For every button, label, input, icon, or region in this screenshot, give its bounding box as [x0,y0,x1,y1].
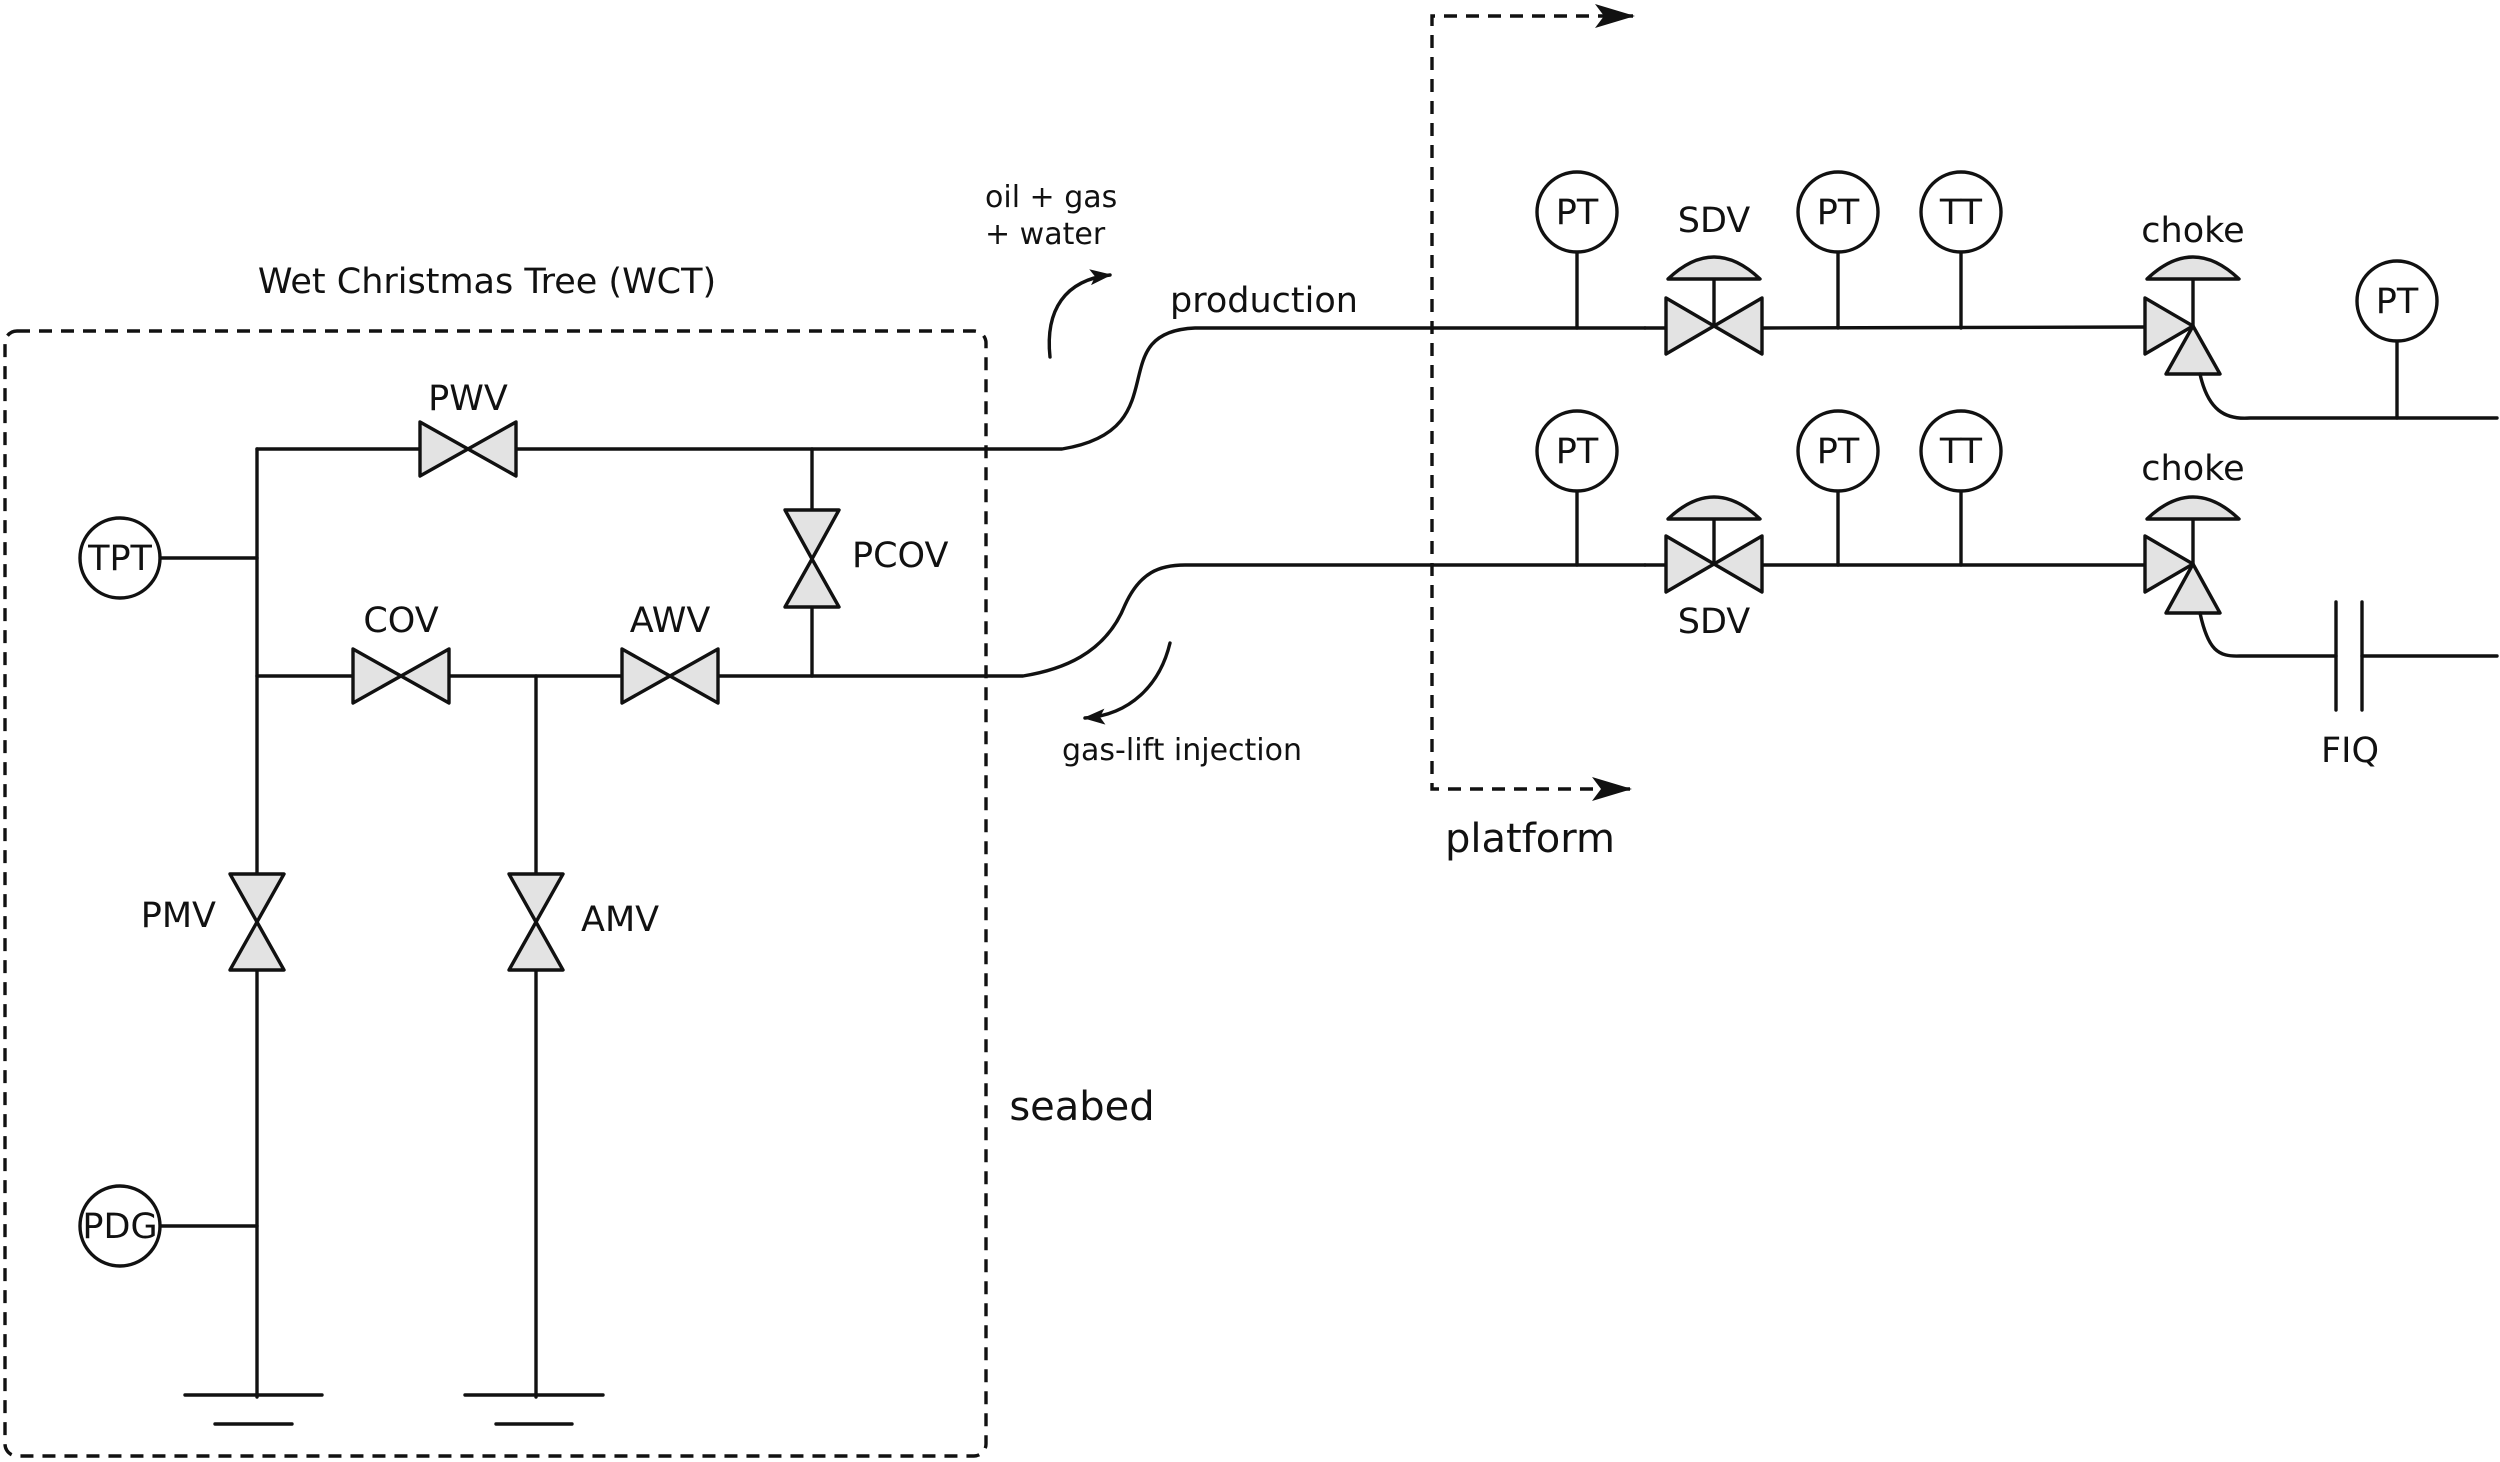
choke-top-valve[interactable] [2143,255,2241,376]
pdg-instrument[interactable]: PDG [78,1184,162,1268]
wct-boundary [3,329,988,1458]
fiq-meter[interactable] [2334,600,2364,712]
pcov-valve[interactable] [783,508,841,609]
flow-label-line2: + water [985,217,1106,252]
pt-top-2-label: PT [1817,193,1860,233]
tpt-instrument[interactable]: TPT [78,516,162,600]
gaslift-label: gas-lift injection [1062,733,1302,768]
annulus-wing-pipe [255,563,1647,678]
choke-bottom-valve[interactable] [2143,495,2241,615]
flow-label-line1: oil + gas [985,180,1117,215]
tt-top-instrument[interactable]: TT [1919,170,2003,254]
awv-valve[interactable] [620,647,720,705]
top-line-pipe-b [1761,325,2149,330]
platform-arrow-bottom [1592,777,1632,801]
sdv-top-label: SDV [1678,201,1751,241]
platform-arrow-top [1595,4,1635,28]
top-outlet-pipe [2198,372,2499,420]
fiq-label: FIQ [2321,731,2379,771]
platform-label: platform [1445,816,1615,862]
pt-bottom-1-instrument[interactable]: PT [1535,409,1619,493]
platform-boundary-line [1430,14,1633,791]
bottom-outlet-pipe [2198,611,2338,658]
flow-up-arrow [1047,269,1112,359]
pt-bottom-2-label: PT [1817,432,1860,472]
amv-label: AMV [581,900,659,940]
pt-top-2-instrument[interactable]: PT [1796,170,1880,254]
cov-label: COV [363,601,438,641]
pmv-label: PMV [141,896,216,936]
choke-top-label: choke [2141,211,2244,251]
amv-valve[interactable] [507,872,565,972]
awv-label: AWV [630,601,711,641]
production-wing-pipe [255,326,1647,451]
pt-top-3-instrument[interactable]: PT [2355,259,2439,343]
pcov-label: PCOV [852,536,948,576]
pmv-valve[interactable] [228,872,286,972]
gaslift-arrow [1083,641,1172,725]
pt-bottom-1-label: PT [1556,432,1599,472]
pt-bottom-2-instrument[interactable]: PT [1796,409,1880,493]
tt-bottom-label: TT [1939,432,1983,472]
ground-symbol-production [183,1393,324,1426]
sdv-bottom-valve[interactable] [1664,495,1764,594]
choke-bottom-label: choke [2141,449,2244,489]
tt-top-label: TT [1939,193,1983,233]
tpt-label: TPT [87,539,152,579]
pt-top-1-instrument[interactable]: PT [1535,170,1619,254]
cov-valve[interactable] [351,647,451,705]
pt-top-3-label: PT [2376,282,2419,322]
production-label: production [1170,281,1358,321]
wct-label: Wet Christmas Tree (WCT) [258,262,716,302]
ground-symbol-annulus [463,1393,605,1426]
sdv-top-valve[interactable] [1664,255,1764,356]
pwv-label: PWV [428,379,508,419]
pt-top-1-label: PT [1556,193,1599,233]
tt-bottom-instrument[interactable]: TT [1919,409,2003,493]
seabed-label: seabed [1009,1084,1154,1130]
sdv-bottom-label: SDV [1678,602,1751,642]
pdg-label: PDG [82,1207,157,1247]
pwv-valve[interactable] [418,420,518,478]
